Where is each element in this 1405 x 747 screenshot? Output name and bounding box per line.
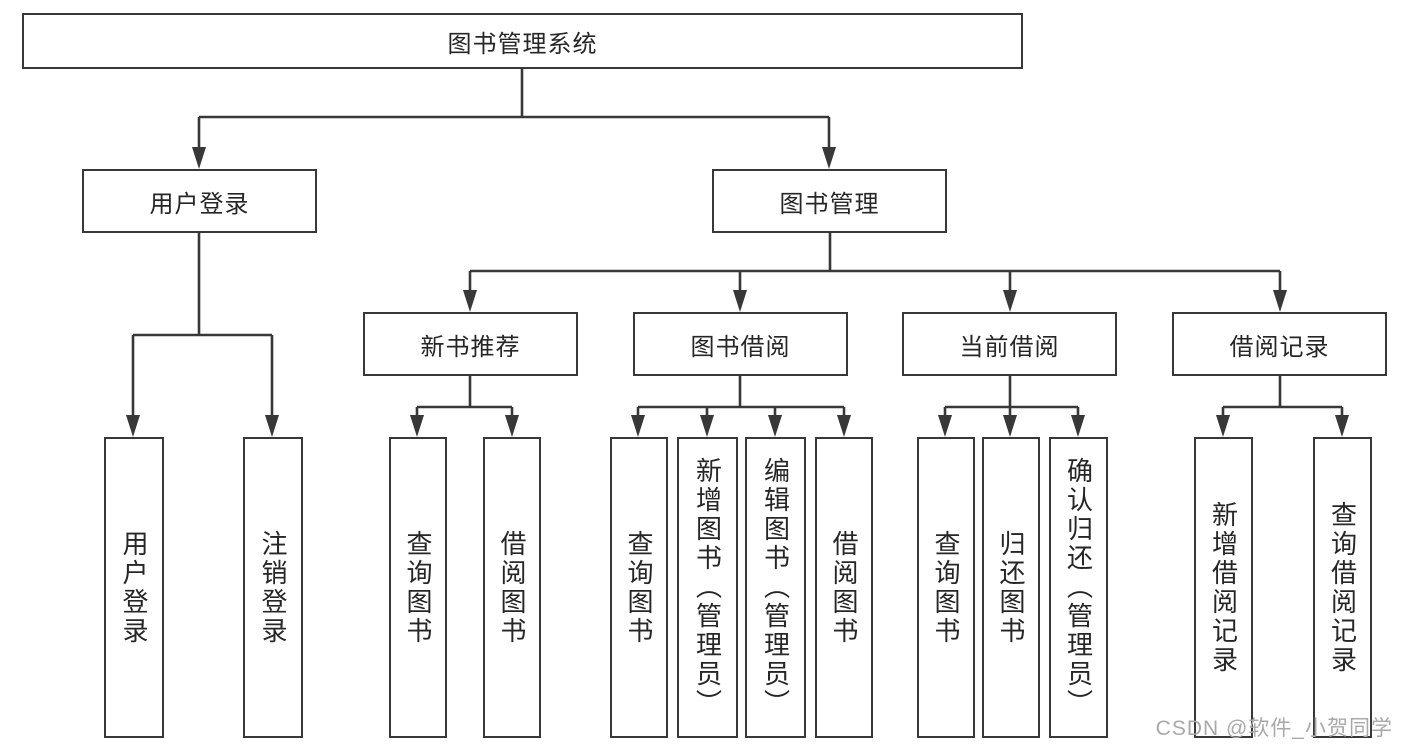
node-label: 查询图书	[931, 529, 961, 646]
leaf-add-book-admin: 新增图书（管理员）	[677, 437, 738, 738]
node-label: 新增借阅记录	[1208, 500, 1239, 675]
node-label: 当前借阅	[959, 333, 1060, 361]
node-book-borrow: 图书借阅	[633, 312, 848, 376]
connector-new-book-branch	[410, 376, 519, 437]
node-label: 借阅图书	[497, 529, 527, 646]
node-new-book-recommend: 新书推荐	[363, 312, 578, 376]
node-current-borrow: 当前借阅	[902, 312, 1117, 376]
node-label: 借阅图书	[829, 529, 859, 646]
leaf-edit-book-admin: 编辑图书（管理员）	[745, 437, 806, 738]
leaf-query-borrow-record: 查询借阅记录	[1313, 437, 1372, 738]
leaf-borrow-book-recommend: 借阅图书	[483, 437, 541, 738]
node-label: 图书管理系统	[447, 30, 598, 58]
connector-borrow-records-branch	[1216, 376, 1349, 437]
csdn-watermark: CSDN @软件_小贺同学	[1155, 717, 1393, 740]
connector-current-borrow-branch	[938, 376, 1085, 437]
node-label: 用户登录	[119, 529, 149, 646]
connector-book-borrow-branch	[631, 376, 851, 437]
node-label: 图书借阅	[690, 333, 791, 361]
node-book-management: 图书管理	[712, 169, 947, 233]
leaf-logout-login: 注销登录	[243, 437, 303, 738]
node-label: 确认归还（管理员）	[1063, 457, 1094, 718]
leaf-query-book-recommend: 查询图书	[389, 437, 447, 738]
node-system-root: 图书管理系统	[22, 13, 1023, 69]
node-label: 借阅记录	[1229, 333, 1330, 361]
leaf-borrow-book-borrow: 借阅图书	[815, 437, 873, 738]
connector-root-to-level2	[192, 68, 836, 169]
leaf-confirm-return-admin: 确认归还（管理员）	[1049, 437, 1108, 738]
node-label: 注销登录	[258, 529, 288, 646]
connector-user-login-branch	[126, 233, 279, 437]
node-borrow-records: 借阅记录	[1172, 312, 1387, 376]
node-label: 查询借阅记录	[1327, 500, 1358, 675]
node-label: 查询图书	[624, 529, 654, 646]
node-label: 图书管理	[779, 190, 880, 218]
leaf-add-borrow-record: 新增借阅记录	[1194, 437, 1253, 738]
leaf-query-book-current: 查询图书	[917, 437, 975, 738]
leaf-return-book: 归还图书	[982, 437, 1040, 738]
node-label: 新书推荐	[420, 333, 521, 361]
node-label: 编辑图书（管理员）	[760, 457, 791, 718]
connector-book-management-to-level3	[463, 233, 1287, 312]
node-label: 用户登录	[149, 190, 250, 218]
node-label: 新增图书（管理员）	[692, 457, 723, 718]
node-label: 归还图书	[996, 529, 1026, 646]
node-label: 查询图书	[403, 529, 433, 646]
leaf-query-book-borrow: 查询图书	[610, 437, 668, 738]
node-user-login: 用户登录	[82, 169, 317, 233]
leaf-user-login: 用户登录	[104, 437, 164, 738]
